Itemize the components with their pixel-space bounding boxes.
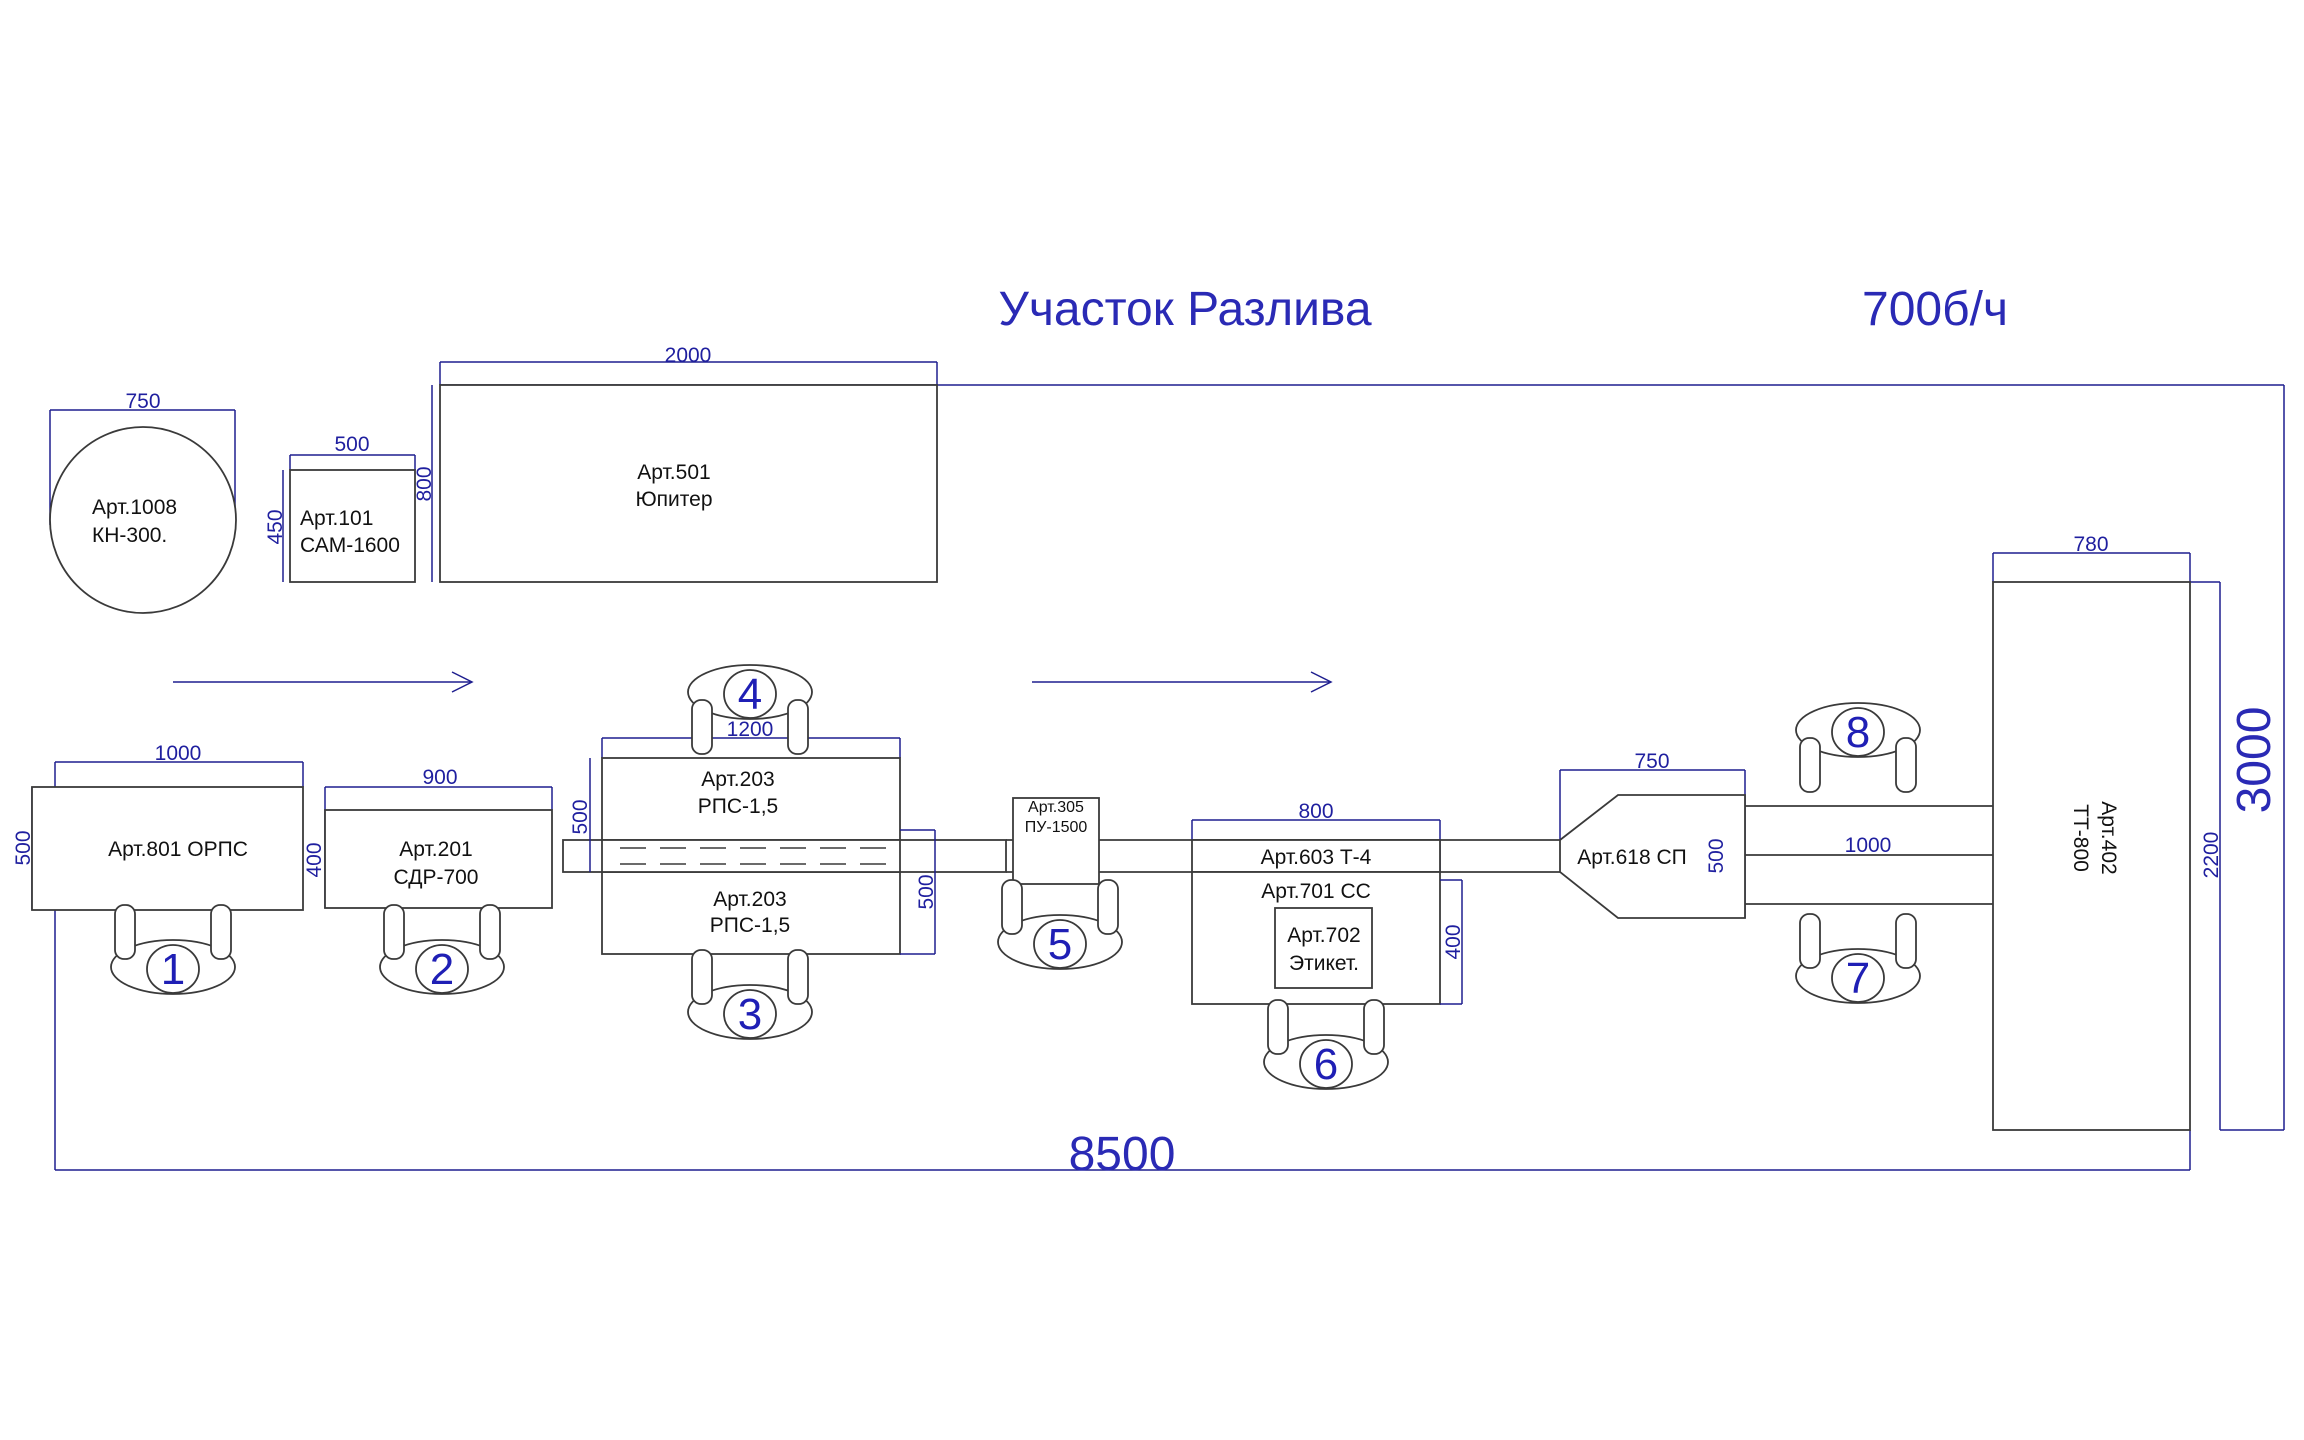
sp-width-dimension: 750	[1634, 750, 1669, 773]
pu1500-label-line2: ПУ-1500	[1025, 819, 1088, 836]
worker-3-icon: 3	[687, 949, 813, 1040]
ss701-label: Арт.701 СС	[1261, 880, 1371, 903]
sp618-label: Арт.618 СП	[1577, 846, 1686, 869]
worker-6-number: 6	[1314, 1040, 1338, 1089]
sp618-unit	[1559, 769, 1746, 919]
conveyor-width-dimension: 1000	[1845, 834, 1892, 857]
worker-3-number: 3	[738, 990, 762, 1039]
pu1500-label-line1: Арт.305	[1028, 799, 1084, 816]
rps-units	[589, 737, 936, 955]
orps-label: Арт.801 ОРПС	[108, 838, 248, 861]
orps-width-dimension: 1000	[155, 742, 202, 765]
rps-bottom-label-line1: Арт.203	[713, 888, 786, 911]
jupiter-label-line2: Юпитер	[635, 488, 712, 511]
kn300-label-line1: Арт.1008	[92, 496, 177, 519]
diagram-title: Участок Разлива	[998, 283, 1372, 336]
total-height-dimension: 3000	[2228, 707, 2281, 814]
cam1600-label-line2: САМ-1600	[300, 534, 400, 557]
rps-left-height-dimension: 500	[569, 799, 592, 834]
worker-8-icon: 8	[1795, 702, 1921, 793]
flow-arrow-icon	[173, 671, 474, 693]
kn300-tank	[49, 409, 237, 614]
cam-height-dimension: 450	[264, 509, 287, 544]
capacity-label: 700б/ч	[1862, 283, 2008, 336]
rps-top-label-line2: РПС-1,5	[698, 795, 778, 818]
worker-5-icon: 5	[997, 879, 1123, 970]
sdr-height-dimension: 400	[303, 842, 326, 877]
worker-8-number: 8	[1846, 708, 1870, 757]
t4-label: Арт.603 Т-4	[1261, 846, 1372, 869]
kn300-width-dimension: 750	[125, 390, 160, 413]
flow-arrow-icon	[1032, 671, 1333, 693]
tt800-label-line2: ТТ-800	[2069, 804, 2092, 872]
cam1600-label-line1: Арт.101	[300, 507, 373, 530]
worker-1-icon: 1	[110, 904, 236, 995]
etiket-label-line2: Этикет.	[1289, 952, 1359, 975]
sdr-width-dimension: 900	[422, 766, 457, 789]
etiket-label-line1: Арт.702	[1287, 924, 1360, 947]
workers-layer: 1 2 3 4 5 6 7 8	[110, 664, 1921, 1090]
labeler-units	[1191, 819, 1463, 1005]
total-length-dimension: 8500	[1069, 1128, 1176, 1181]
pu1500-unit	[1012, 797, 1100, 885]
tt-height-dimension: 2200	[2200, 832, 2223, 879]
sdr700-label-line2: СДР-700	[394, 866, 479, 889]
rps-width-dimension: 1200	[727, 718, 774, 741]
ss-height-dimension: 400	[1442, 924, 1465, 959]
kn300-label-line2: КН-300.	[92, 524, 167, 547]
sdr700-label-line1: Арт.201	[399, 838, 472, 861]
worker-4-number: 4	[738, 670, 762, 719]
worker-6-icon: 6	[1263, 999, 1389, 1090]
sp-height-dimension: 500	[1705, 838, 1728, 873]
orps-height-dimension: 500	[12, 830, 35, 865]
tt800-table	[1992, 552, 2221, 1131]
rps-bottom-label-line2: РПС-1,5	[710, 914, 790, 937]
output-conveyor	[1745, 805, 1993, 905]
cam1600-unit	[282, 454, 416, 583]
worker-2-icon: 2	[379, 904, 505, 995]
worker-5-number: 5	[1048, 920, 1072, 969]
jupiter-unit	[431, 361, 938, 583]
worker-7-number: 7	[1846, 954, 1870, 1003]
cam-width-dimension: 500	[334, 433, 369, 456]
tt800-label-line1: Арт.402	[2097, 801, 2120, 874]
rps-top-label-line1: Арт.203	[701, 768, 774, 791]
jupiter-label-line1: Арт.501	[637, 461, 710, 484]
jupiter-width-dimension: 2000	[665, 344, 712, 367]
tt-width-dimension: 780	[2073, 533, 2108, 556]
worker-7-icon: 7	[1795, 913, 1921, 1004]
orps-unit	[31, 761, 304, 911]
worker-2-number: 2	[430, 945, 454, 994]
rps-right-height-dimension: 500	[915, 874, 938, 909]
worker-1-number: 1	[161, 945, 185, 994]
ss-width-dimension: 800	[1298, 800, 1333, 823]
worker-4-icon: 4	[687, 664, 813, 755]
sdr700-unit	[324, 786, 553, 909]
jupiter-height-dimension: 800	[413, 466, 436, 501]
